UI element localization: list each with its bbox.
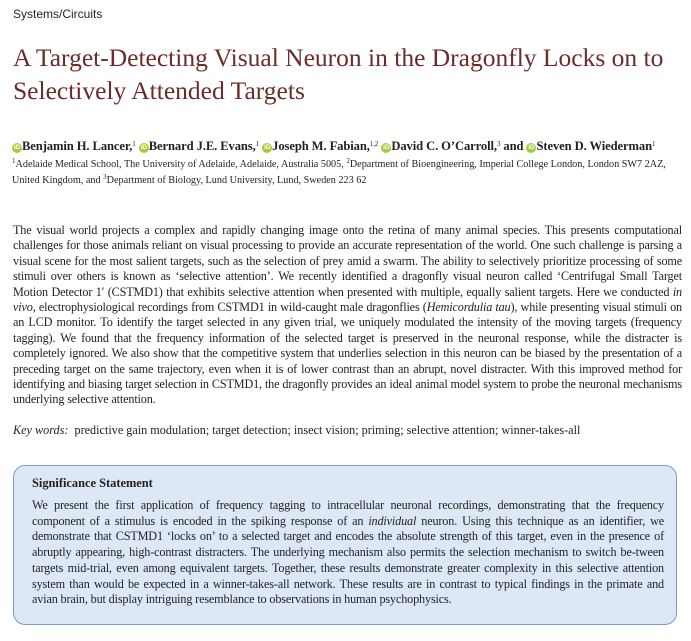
abstract-text: , electrophysiological recordings from C… (32, 300, 427, 315)
keywords-text: predictive gain modulation; target detec… (74, 423, 581, 437)
author-affiliation-sup: 1 (255, 140, 260, 148)
affiliation-1: Adelaide Medical School, The University … (15, 159, 347, 170)
affiliations: 1Adelaide Medical School, The University… (12, 157, 684, 189)
affiliation-sup: 3 (103, 173, 107, 181)
keywords-label: Key words: (13, 423, 69, 437)
affiliation-sup: 2 (346, 157, 350, 165)
significance-heading: Significance Statement (32, 476, 153, 490)
author-name[interactable]: Joseph M. Fabian, (272, 139, 370, 153)
orcid-icon[interactable]: iD (12, 143, 22, 153)
significance-text: neuron. Using this technique as an ident… (32, 513, 664, 607)
affiliation-3: Department of Biology, Lund University, … (106, 175, 367, 186)
abstract: The visual world projects a complex and … (13, 223, 682, 408)
affiliation-sup: 1 (12, 157, 16, 165)
abstract-italic: Hemicordulia tau (426, 300, 511, 315)
orcid-icon[interactable]: iD (138, 143, 149, 153)
orcid-icon[interactable]: iD (526, 143, 537, 153)
significance-statement-box: Significance Statement We present the fi… (13, 465, 677, 625)
orcid-icon[interactable]: iD (381, 143, 392, 153)
article-title: A Target-Detecting Visual Neuron in the … (13, 43, 664, 105)
abstract-italic: in vivo (13, 284, 682, 315)
significance-italic: individual (368, 513, 417, 528)
author-affiliation-sup: 1 (132, 140, 136, 148)
author-connector: and (503, 139, 524, 153)
author-name[interactable]: Bernard J.E. Evans, (148, 139, 256, 153)
significance-body: We present the first application of freq… (32, 498, 664, 608)
author-affiliation-sup: 1 (652, 140, 656, 148)
author-name[interactable]: Benjamin H. Lancer, (22, 139, 133, 153)
abstract-text: ), while presenting visual stimuli on an… (13, 300, 682, 407)
affiliation-2: Department of Bioengineering, Imperial C… (12, 159, 666, 186)
orcid-icon[interactable]: iD (262, 143, 273, 153)
author-name[interactable]: Steven D. Wiederman (536, 139, 653, 153)
significance-text: We present the first application of freq… (32, 498, 664, 528)
author-name[interactable]: David C. O’Carroll, (391, 139, 497, 153)
abstract-text: The visual world projects a complex and … (13, 223, 682, 299)
author-affiliation-sup: 3 (496, 140, 501, 148)
author-affiliation-sup: 1,2 (369, 140, 379, 148)
keywords: Key words: predictive gain modulation; t… (13, 423, 682, 438)
section-label: Systems/Circuits (13, 7, 103, 21)
